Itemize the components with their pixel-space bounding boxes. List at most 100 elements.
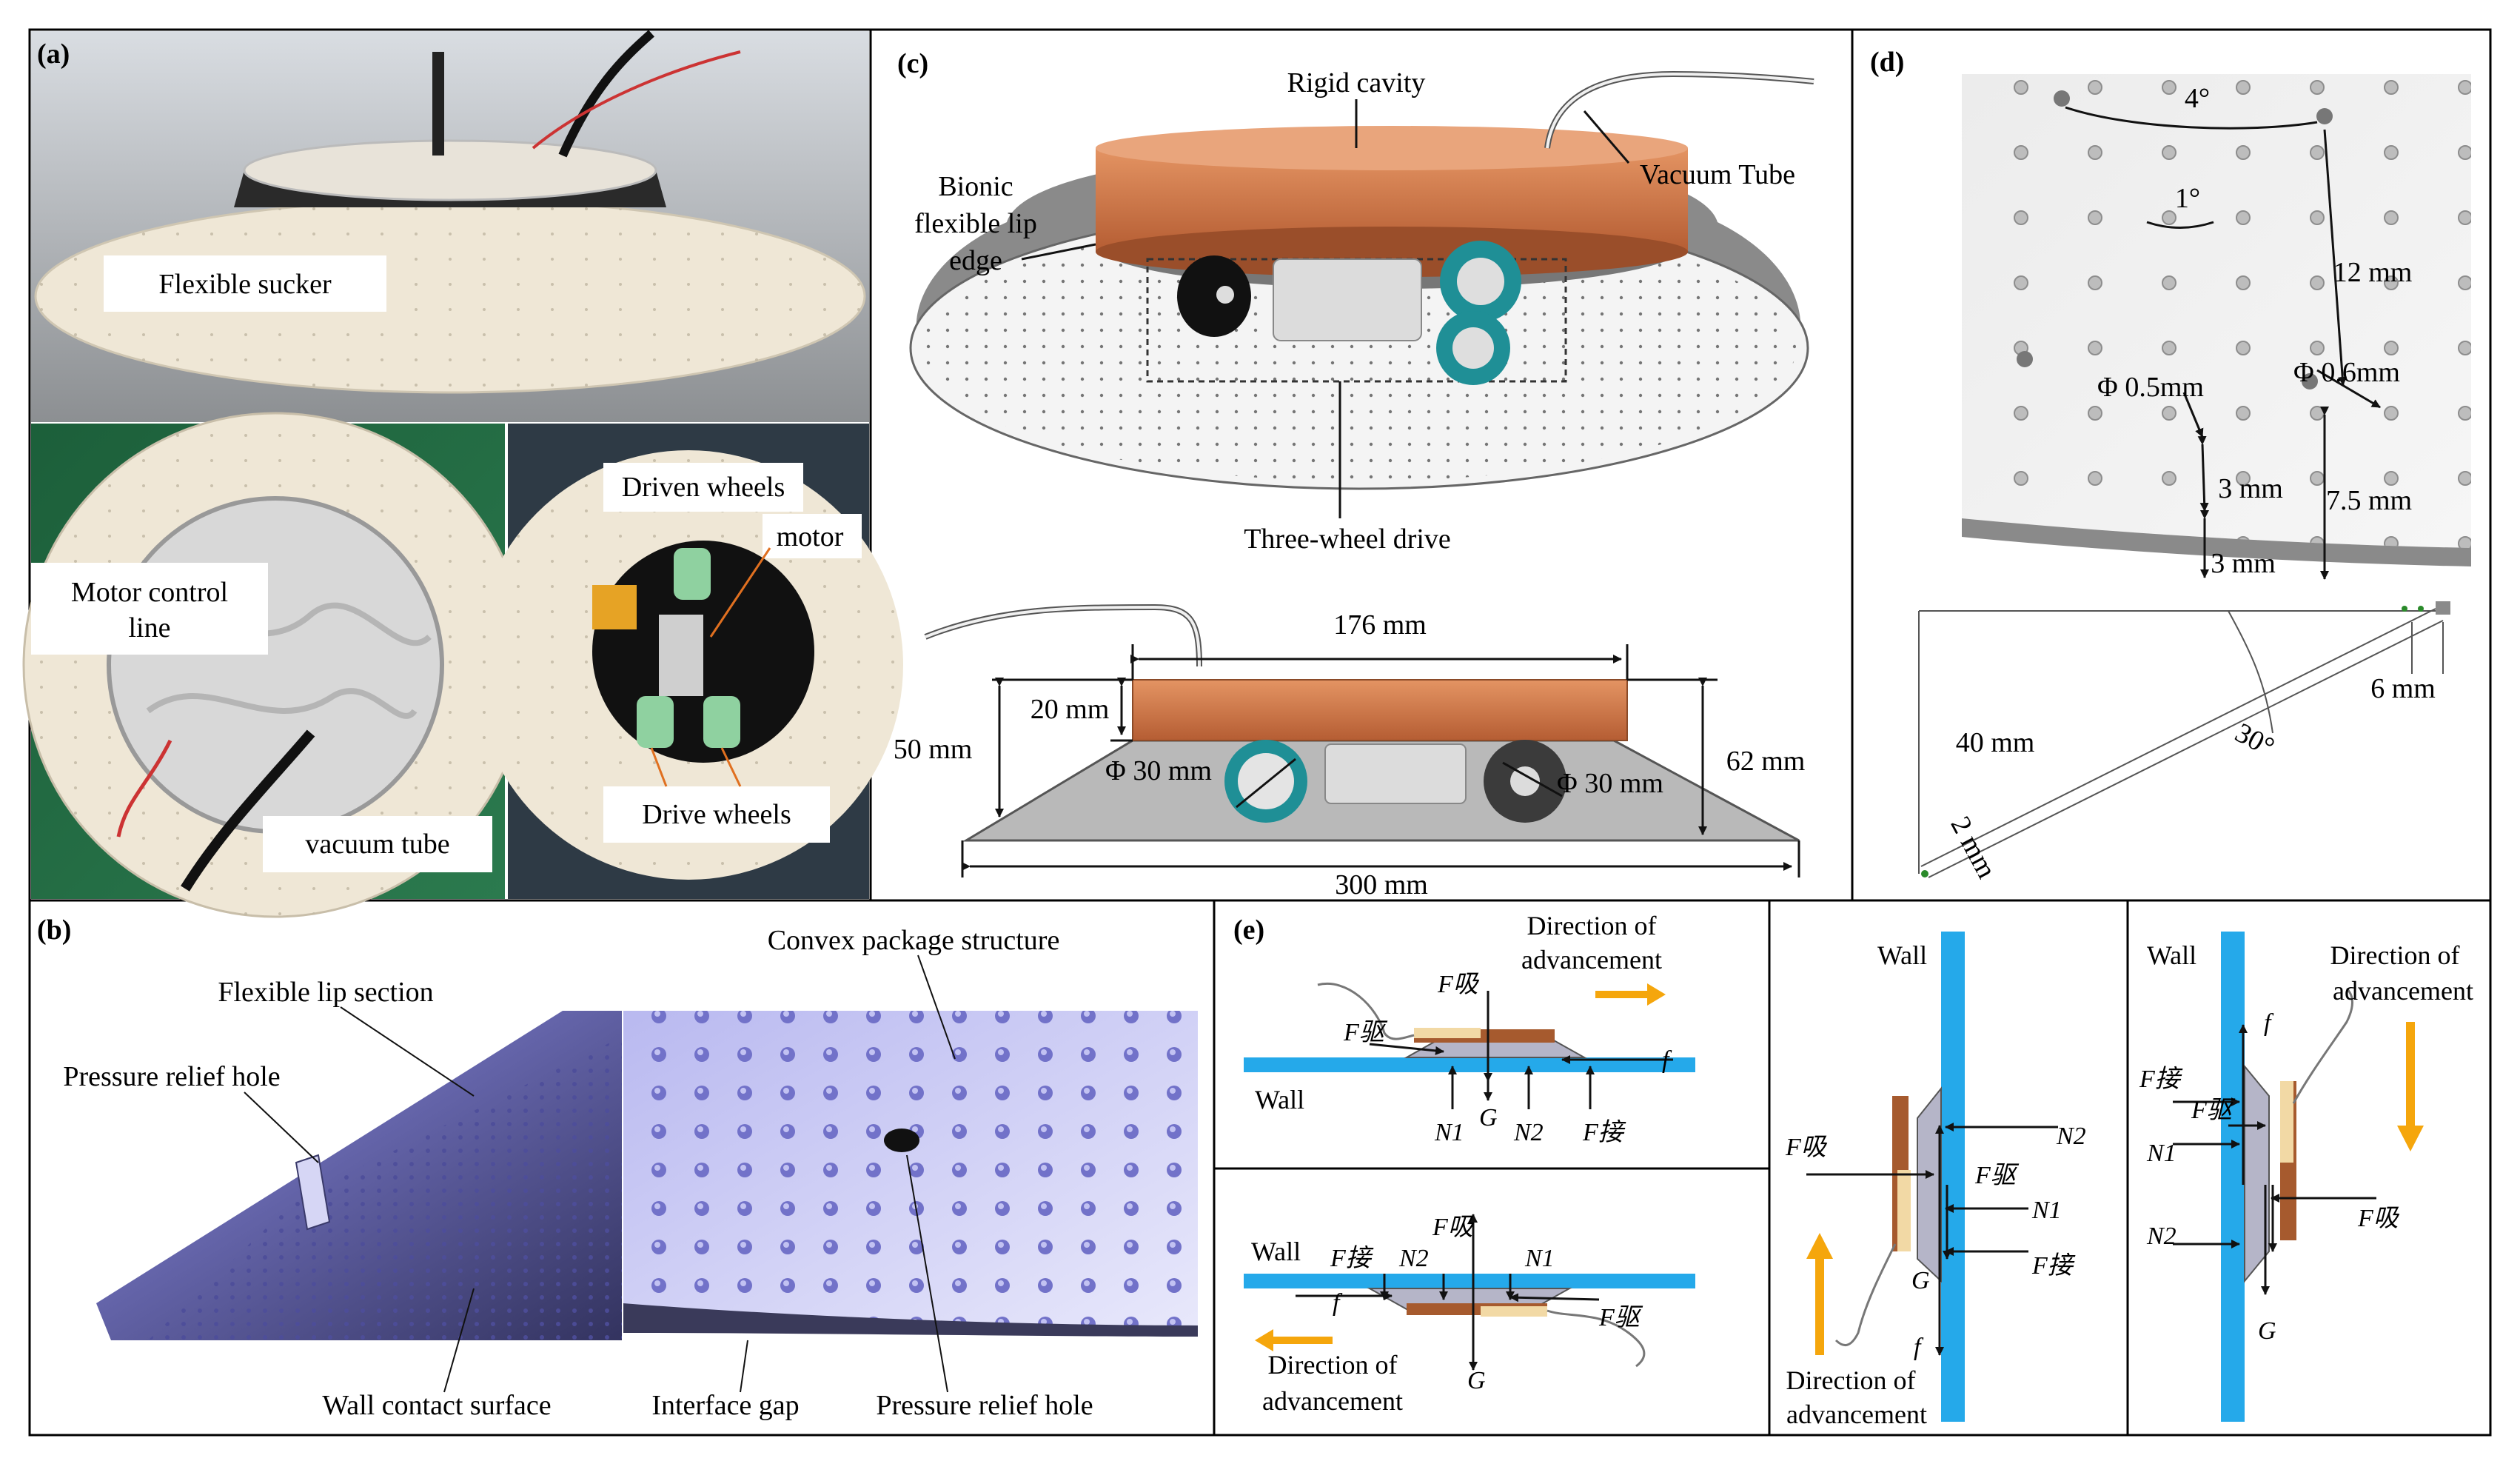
e3-n1: N1: [2031, 1197, 2062, 1224]
e1-n1: N1: [1434, 1119, 1464, 1146]
label-vacuum-tube-c: Vacuum Tube: [1640, 159, 1795, 190]
label-box-motor: [763, 514, 862, 558]
panel-d: (d) 4° 1° 12 mm Φ 0.5mm Φ 0.6mm 3 mm 7.5…: [1870, 47, 2471, 883]
label-box-drive-wheels: [603, 786, 830, 843]
pressure-relief-hole-dot: [884, 1129, 919, 1152]
label-motor-control-line-1: Motor control: [71, 577, 228, 608]
photo-shaft: [432, 52, 444, 156]
e4-direction-2: advancement: [2333, 976, 2473, 1006]
dim-3b: 3 mm: [2211, 548, 2276, 579]
lip-section-sketch: [1918, 608, 2444, 878]
wall-floor-1: [1244, 1057, 1695, 1072]
angle-1: 1°: [2175, 183, 2200, 214]
dim-2: 2 mm: [1944, 812, 2002, 883]
side-dimensions: [961, 644, 1800, 877]
panel-e: (e) Wall Direction of advancement F吸 F驱: [1233, 911, 2473, 1429]
photo-wrinkled-cover: [107, 496, 444, 834]
e2-f-drive: F驱: [1598, 1304, 1643, 1331]
e2-direction-1: Direction of: [1268, 1350, 1398, 1380]
label-flexible-sucker: Flexible sucker: [158, 269, 332, 300]
label-box-flexible-sucker: [104, 255, 386, 312]
e2-direction-2: advancement: [1262, 1386, 1403, 1416]
e3-f-suction: F吸: [1785, 1134, 1828, 1161]
lip-detail-dimensions: [2065, 106, 2381, 580]
panel-label-a: (a): [37, 39, 70, 70]
label-flexible-lip-section: Flexible lip section: [218, 977, 433, 1008]
e2-n1: N1: [1524, 1245, 1555, 1272]
label-vacuum-tube-a: vacuum tube: [305, 829, 449, 860]
rigid-cavity-side: [1132, 679, 1628, 741]
e1-f-contact: F接: [1582, 1119, 1626, 1146]
label-pressure-relief-hole-b2: Pressure relief hole: [876, 1390, 1093, 1421]
angle-4: 4°: [2185, 83, 2210, 114]
wall-vertical-down: [2221, 932, 2245, 1422]
dim-176: 176 mm: [1333, 609, 1427, 641]
e2-f-contact: F接: [1330, 1245, 1374, 1272]
e2-n2: N2: [1398, 1245, 1429, 1272]
dim-300: 300 mm: [1335, 869, 1428, 900]
dim-phi30-left: Φ 30 mm: [1105, 755, 1212, 786]
vacuum-tube-side: [924, 604, 1202, 667]
label-convex-package: Convex package structure: [768, 925, 1060, 956]
e3-wall: Wall: [1877, 940, 1927, 970]
e1-f-drive: F驱: [1343, 1019, 1388, 1046]
e4-f: f: [2264, 1009, 2274, 1037]
label-bionic-lip-1: Bionic: [938, 171, 1013, 202]
e4-wall: Wall: [2147, 940, 2196, 970]
label-box-vacuum-tube: [263, 816, 492, 872]
force-diagram-wall-up: Wall Direction of advancement F吸 N2 F驱 N…: [1785, 932, 2086, 1429]
e3-f: f: [1914, 1334, 1924, 1361]
dim-6: 6 mm: [2370, 673, 2436, 704]
e4-f-suction: F吸: [2357, 1205, 2400, 1232]
label-box-driven-wheels: [603, 463, 803, 512]
label-three-wheel-drive: Three-wheel drive: [1244, 524, 1451, 555]
e2-f: f: [1333, 1289, 1343, 1317]
panel-b: (b) Flexible lip section Convex package …: [37, 915, 1198, 1421]
panel-label-d: (d): [1870, 47, 1904, 78]
dim-75: 7.5 mm: [2326, 485, 2412, 516]
e1-direction-1: Direction of: [1527, 911, 1657, 940]
dim-62: 62 mm: [1726, 746, 1806, 777]
dim-40: 40 mm: [1956, 727, 2035, 758]
label-bionic-lip-3: edge: [949, 245, 1002, 276]
phi-05: Φ 0.5mm: [2097, 372, 2204, 403]
e2-g: G: [1467, 1367, 1486, 1394]
label-box-motor-control: [31, 563, 268, 655]
pressure-relief-hole-3d: [295, 1154, 331, 1231]
e1-g: G: [1479, 1104, 1498, 1131]
wall-vertical-up: [1941, 932, 1965, 1422]
e2-wall: Wall: [1251, 1237, 1301, 1266]
e3-n2: N2: [2056, 1123, 2086, 1150]
label-motor: motor: [777, 521, 844, 552]
force-diagram-floor: Wall Direction of advancement F吸 F驱 f N1…: [1244, 911, 1695, 1146]
force-diagram-wall-down: Wall Direction of advancement f F接 F驱 N1…: [2139, 932, 2473, 1422]
lip-edge-band: [1962, 518, 2471, 566]
e3-direction-1: Direction of: [1786, 1365, 1916, 1395]
e1-n2: N2: [1513, 1119, 1544, 1146]
label-rigid-cavity: Rigid cavity: [1287, 67, 1426, 98]
dim-phi30-right: Φ 30 mm: [1557, 768, 1663, 799]
label-bionic-lip-2: flexible lip: [914, 208, 1037, 239]
panel-borders: [28, 28, 2492, 1437]
force-diagram-ceiling: Wall Direction of advancement f F接 N2 F吸…: [1244, 1214, 1695, 1416]
label-driven-wheels: Driven wheels: [622, 472, 785, 503]
panel-c: (c) Rigid cavity Vacuum Tube Bionic flex…: [894, 48, 1814, 900]
e3-f-contact: F接: [2031, 1252, 2076, 1280]
e4-f-contact: F接: [2139, 1066, 2183, 1093]
dim-3a: 3 mm: [2218, 473, 2283, 504]
e4-direction-1: Direction of: [2330, 940, 2460, 970]
e4-g: G: [2258, 1317, 2276, 1345]
label-motor-control-line-2: line: [129, 612, 171, 643]
e3-direction-2: advancement: [1786, 1400, 1927, 1429]
e1-f-suction: F吸: [1437, 971, 1480, 998]
e4-n2: N2: [2146, 1223, 2176, 1250]
e4-f-drive: F驱: [2191, 1097, 2236, 1124]
label-wall-contact-surface: Wall contact surface: [322, 1390, 551, 1421]
e4-n1: N1: [2146, 1140, 2176, 1167]
phi-06: Φ 0.6mm: [2293, 357, 2400, 388]
label-drive-wheels: Drive wheels: [642, 799, 791, 830]
panel-a: Flexible sucker Motor control line vacuu…: [22, 30, 903, 918]
wall-ceiling: [1244, 1274, 1695, 1288]
e2-f-suction: F吸: [1432, 1214, 1475, 1241]
